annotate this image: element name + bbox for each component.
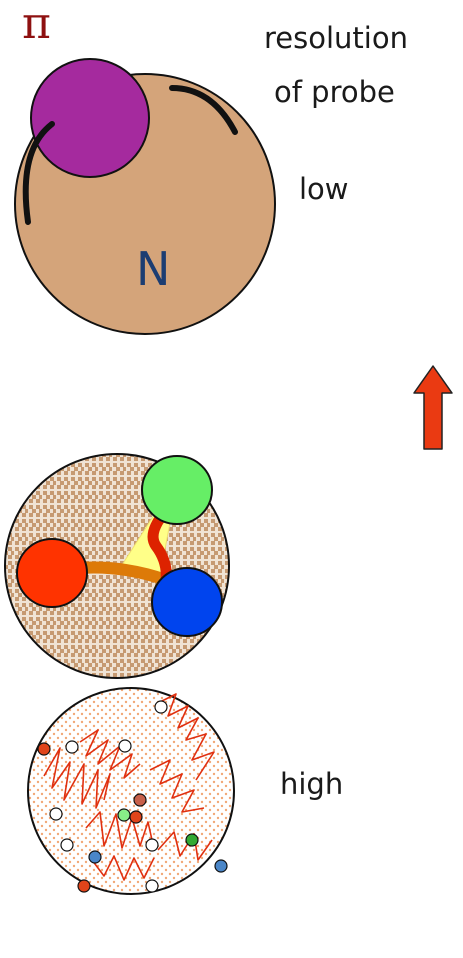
parton-empty — [61, 839, 73, 851]
pion-label: π — [22, 2, 51, 46]
parton-blue — [89, 851, 101, 863]
parton-green — [118, 809, 130, 821]
resolution-label-line1: resolution — [264, 24, 408, 53]
parton-red — [78, 880, 90, 892]
parton-empty — [155, 701, 167, 713]
parton-empty — [146, 880, 158, 892]
low-resolution-label: low — [299, 175, 349, 204]
quark-green — [142, 456, 212, 524]
parton-empty — [50, 808, 62, 820]
quark-blue — [152, 568, 222, 636]
pion — [31, 59, 149, 177]
parton-red — [38, 743, 50, 755]
parton-brown — [134, 794, 146, 806]
parton-empty — [66, 741, 78, 753]
parton-empty — [146, 839, 158, 851]
up-arrow-icon — [414, 366, 452, 449]
sea-parton-nucleon — [28, 688, 234, 894]
nucleon-label: N — [136, 246, 170, 292]
quark-red — [17, 539, 87, 607]
parton-empty — [119, 740, 131, 752]
parton-red — [130, 811, 142, 823]
parton-blue — [215, 860, 227, 872]
resolution-label-line2: of probe — [274, 78, 395, 107]
valence-quark-nucleon — [5, 454, 229, 678]
high-resolution-label: high — [280, 770, 343, 799]
parton-green — [186, 834, 198, 846]
